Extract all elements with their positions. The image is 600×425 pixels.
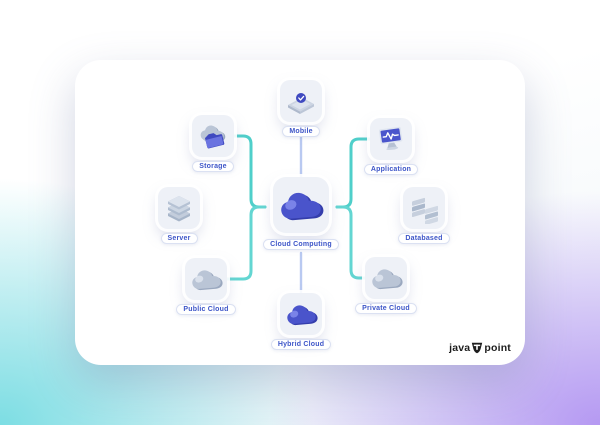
javatpoint-logo: java point xyxy=(449,342,511,354)
node-label-server: Server xyxy=(160,233,198,244)
diagram-card: Cloud Computing Mobile xyxy=(75,60,525,365)
node-server: Server xyxy=(137,187,221,244)
node-storage: Storage xyxy=(171,115,255,172)
t-shield-icon xyxy=(472,342,483,354)
mobile-phone-icon xyxy=(288,93,314,114)
node-application: Application xyxy=(349,118,433,175)
node-label-hybrid-cloud: Hybrid Cloud xyxy=(270,339,332,350)
cloud-gray-icon xyxy=(371,268,403,289)
database-stacks-icon xyxy=(412,197,438,224)
logo-text-java: java xyxy=(449,342,471,354)
cloud-blue-icon xyxy=(281,192,324,220)
node-label-cloud-computing: Cloud Computing xyxy=(263,239,339,250)
cloud-folder-icon xyxy=(200,125,226,149)
node-label-mobile: Mobile xyxy=(282,126,320,137)
node-label-storage: Storage xyxy=(192,161,234,172)
node-hybrid-cloud: Hybrid Cloud xyxy=(259,293,343,350)
node-label-public-cloud: Public Cloud xyxy=(176,304,236,315)
node-label-databased: Databased xyxy=(398,233,450,244)
node-mobile: Mobile xyxy=(259,80,343,137)
node-public-cloud: Public Cloud xyxy=(164,258,248,315)
node-cloud-computing: Cloud Computing xyxy=(259,177,343,250)
connector-lines xyxy=(193,134,411,296)
monitor-pulse-icon xyxy=(378,126,403,151)
node-databased: Databased xyxy=(382,187,466,244)
cloud-gray-icon xyxy=(191,269,223,290)
server-stack-icon xyxy=(168,196,190,222)
logo-text-point: point xyxy=(484,342,511,354)
node-label-private-cloud: Private Cloud xyxy=(355,303,417,314)
cloud-blue-icon xyxy=(286,304,318,325)
node-private-cloud: Private Cloud xyxy=(344,257,428,314)
node-label-application: Application xyxy=(363,164,419,175)
